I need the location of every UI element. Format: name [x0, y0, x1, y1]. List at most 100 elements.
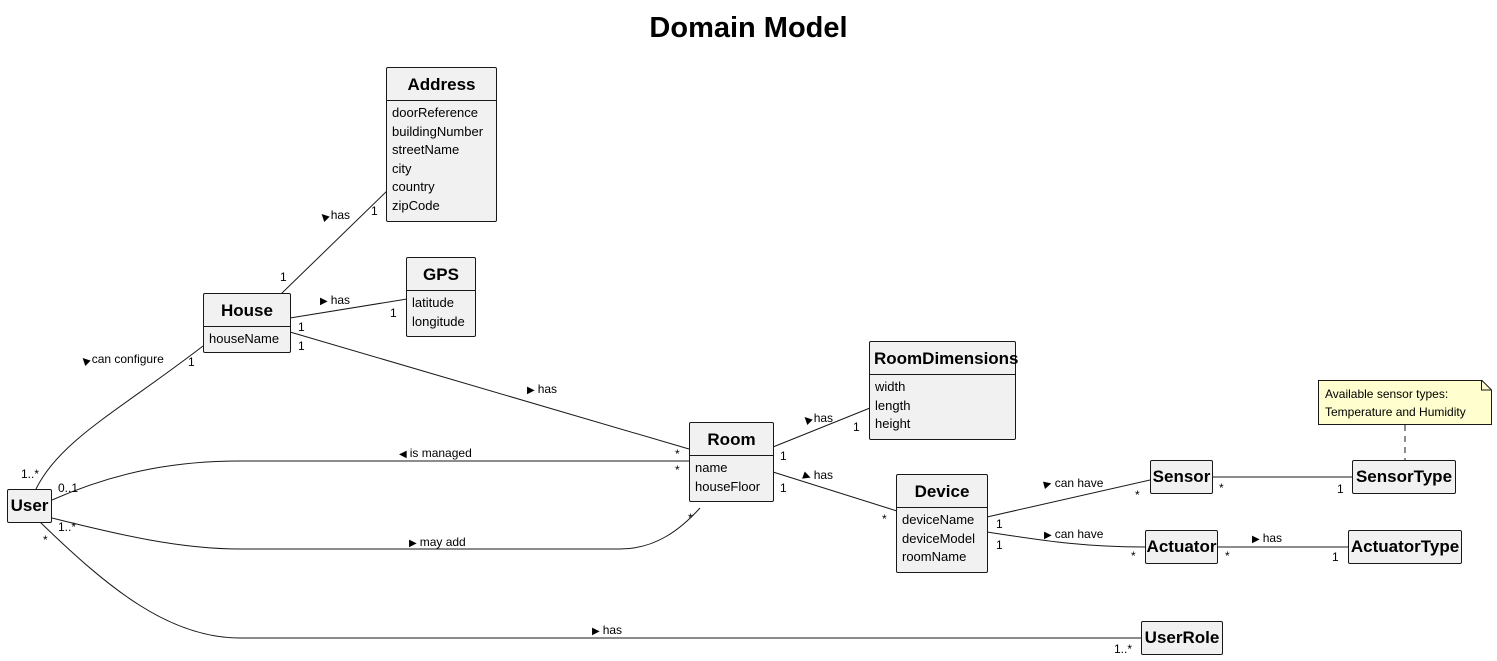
attribute: doorReference: [392, 105, 478, 120]
multiplicity: 1: [371, 204, 378, 218]
attribute: zipCode: [392, 197, 440, 213]
direction-arrow-icon: ◀: [399, 449, 407, 460]
class-gps: GPS latitude longitude: [406, 257, 476, 337]
direction-arrow-icon: ▶: [1044, 530, 1052, 541]
multiplicity: *: [882, 512, 887, 526]
class-name: UserRole: [1144, 628, 1220, 647]
edge-house-room: [289, 331, 690, 450]
class-attributes: width length height: [870, 374, 1015, 437]
diagram-title: Domain Model: [649, 12, 848, 44]
multiplicity: *: [43, 533, 48, 547]
class-actuator-type: ActuatorType: [1348, 530, 1462, 564]
edge-room-dimensions: [772, 407, 871, 448]
multiplicity: *: [688, 511, 693, 525]
multiplicity: *: [675, 463, 680, 477]
assoc-label-house-room: ▶has: [527, 382, 558, 396]
assoc-label-device-sensor: ▶can have: [1042, 476, 1104, 491]
note-line: Available sensor types:: [1325, 387, 1449, 401]
multiplicity: 1: [996, 538, 1003, 552]
multiplicity: 1: [780, 481, 787, 495]
attribute: deviceName: [902, 512, 975, 527]
assoc-label-room-device: ▶has: [801, 468, 834, 484]
class-attributes: latitude longitude: [407, 290, 475, 334]
assoc-label-user-room-add: ▶may add: [409, 535, 466, 549]
attribute: deviceModel: [902, 530, 975, 546]
multiplicity: 1: [280, 270, 287, 284]
multiplicity: 1: [996, 517, 1003, 531]
class-attributes: houseName: [204, 326, 290, 352]
class-room-dimensions: RoomDimensions width length height: [869, 341, 1019, 440]
attribute: height: [875, 416, 911, 431]
assoc-label-user-room-managed: ◀is managed: [399, 446, 472, 460]
direction-arrow-icon: ▶: [527, 385, 535, 396]
multiplicity: 0..1: [58, 481, 79, 495]
class-address: Address doorReference buildingNumber str…: [386, 67, 497, 222]
class-house: House houseName: [203, 293, 291, 353]
assoc-label-actuator-type: ▶has: [1252, 531, 1283, 545]
multiplicity: *: [1131, 549, 1136, 563]
multiplicity: 1: [1332, 550, 1339, 564]
multiplicity: 1..*: [1114, 642, 1133, 656]
multiplicity: 1: [780, 449, 787, 463]
multiplicity: *: [675, 447, 680, 461]
direction-arrow-icon: ▶: [409, 538, 417, 549]
class-name: ActuatorType: [1350, 537, 1460, 556]
direction-arrow-icon: ▶: [1252, 534, 1260, 545]
class-name: House: [221, 301, 273, 320]
class-attributes: deviceName deviceModel roomName: [897, 507, 987, 570]
multiplicity: 1: [298, 320, 305, 334]
multiplicity: 1: [390, 306, 397, 320]
note-fold-icon: [1318, 380, 1492, 425]
multiplicity: 1..*: [21, 467, 40, 481]
attribute: houseFloor: [695, 478, 761, 494]
class-name: Actuator: [1146, 537, 1217, 556]
direction-arrow-icon: ▶: [592, 626, 600, 637]
edge-user-role: [39, 521, 1141, 639]
attribute: city: [392, 160, 412, 176]
direction-arrow-icon: ▶: [320, 296, 328, 307]
direction-arrow-icon: ▶: [801, 470, 813, 484]
attribute: buildingNumber: [392, 123, 484, 139]
class-attributes: doorReference buildingNumber streetName …: [387, 100, 496, 218]
direction-arrow-icon: ▶: [1042, 478, 1053, 491]
assoc-label-house-address: ◀has: [317, 208, 351, 224]
attribute: roomName: [902, 549, 967, 564]
attribute: streetName: [392, 142, 460, 157]
attribute: name: [695, 460, 728, 475]
class-name: SensorType: [1355, 467, 1453, 486]
multiplicity: 1: [188, 355, 195, 369]
class-name: RoomDimensions: [874, 349, 1019, 368]
edge-room-device: [772, 471, 898, 512]
attribute: latitude: [412, 295, 454, 310]
class-sensor-type: SensorType: [1352, 460, 1456, 494]
attribute: length: [875, 397, 911, 413]
attribute: houseName: [209, 331, 280, 346]
multiplicity: 1: [298, 339, 305, 353]
multiplicity: 1..*: [58, 520, 77, 534]
class-name: Device: [914, 482, 970, 501]
class-name: GPS: [423, 265, 459, 284]
attribute: country: [392, 179, 435, 194]
assoc-label-user-role: ▶has: [592, 623, 623, 637]
class-sensor: Sensor: [1150, 460, 1213, 494]
multiplicity: 1: [853, 420, 860, 434]
class-user-role: UserRole: [1141, 621, 1223, 655]
assoc-label-room-dimensions: ◀has: [800, 411, 834, 427]
assoc-label-house-gps: ▶has: [320, 293, 351, 307]
edge-user-room-add: [51, 507, 701, 550]
edge-device-actuator: [986, 531, 1146, 548]
multiplicity: *: [1225, 549, 1230, 563]
attribute: width: [875, 379, 906, 394]
edge-house-gps: [289, 298, 408, 319]
edge-user-room-managed: [51, 460, 689, 501]
class-name: Address: [407, 75, 476, 94]
class-actuator: Actuator: [1145, 530, 1218, 564]
edge-house-address: [280, 189, 389, 295]
class-attributes: name houseFloor: [690, 455, 773, 499]
assoc-label-device-actuator: ▶can have: [1044, 527, 1104, 541]
multiplicity: *: [1219, 481, 1224, 495]
assoc-label-user-house: ◀can configure: [78, 352, 164, 368]
edge-user-house: [35, 345, 204, 490]
edge-device-sensor: [986, 479, 1151, 518]
